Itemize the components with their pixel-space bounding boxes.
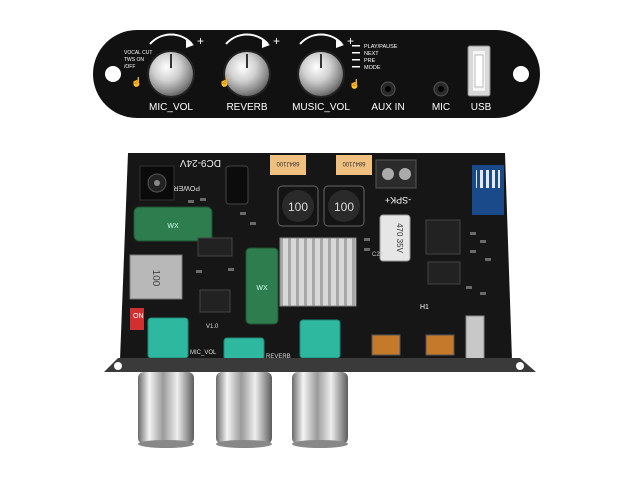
power-label: POWER	[174, 184, 200, 191]
aux-in-label: AUX IN	[371, 102, 404, 113]
inductor-label: 100	[288, 200, 308, 214]
potentiometer	[223, 337, 265, 361]
mic-vol-plus: +	[197, 34, 204, 48]
hand-press-icon: ☝	[349, 78, 360, 90]
mode-label: VOCAL CUT	[124, 50, 152, 56]
film-capacitor	[336, 155, 372, 175]
reverb-knob[interactable]	[223, 33, 271, 98]
hand-press-icon: ☝	[131, 76, 142, 88]
mode-label: NEXT	[364, 51, 379, 57]
mode-indicator-lines	[352, 45, 360, 68]
panel-edge	[104, 358, 536, 372]
capacitor-label: 470 35V	[395, 223, 404, 253]
usb-socket	[465, 315, 485, 361]
green-capacitor	[245, 247, 279, 325]
ic-chip	[199, 289, 231, 313]
potentiometer	[147, 317, 189, 359]
green-cap-label: WX	[256, 285, 268, 292]
ic-chip	[197, 237, 233, 257]
spk-label: -SPK+	[385, 195, 411, 205]
music-vol-plus: +	[347, 34, 354, 48]
music-vol-label: MUSIC_VOL	[292, 102, 350, 113]
electrolytic-capacitor	[225, 165, 249, 205]
inductor	[323, 185, 365, 227]
reverb-label: REVERB	[226, 102, 267, 113]
bluetooth-module	[472, 165, 504, 215]
ic-chip	[425, 219, 461, 255]
heatsink	[279, 237, 357, 307]
green-cap-label: WX	[167, 223, 179, 230]
h1-label: H1	[420, 304, 429, 311]
front-panel: + MIC_VOL VOCAL CUT TWS ON /OFF ☝ + REVE…	[93, 30, 540, 118]
ic-chip	[427, 261, 461, 285]
capacitor-470uf	[379, 214, 411, 262]
voltage-label: DC9-24V	[180, 157, 221, 168]
power-jack	[139, 165, 175, 201]
mic-label: MIC	[432, 102, 450, 113]
mode-label: TWS ON	[124, 57, 144, 63]
pcb-board: POWER DC9-24V 684J100 684J100 100 100 -S…	[120, 153, 512, 361]
music-vol-knob[interactable]	[297, 33, 345, 98]
mount-hole-left	[105, 66, 121, 82]
version-label: V1.0	[206, 324, 219, 330]
chrome-knob[interactable]	[292, 372, 348, 448]
usb-label: USB	[471, 102, 492, 113]
pot-label: REVERB	[266, 354, 291, 360]
chrome-knob[interactable]	[216, 372, 272, 448]
potentiometer	[299, 319, 341, 359]
aux-in-jack[interactable]	[380, 81, 396, 97]
mode-label: /OFF	[124, 64, 135, 70]
mode-label: PLAY/PAUSE	[364, 44, 398, 50]
inductor-left	[129, 254, 183, 300]
mode-label: PRE	[364, 58, 376, 64]
film-cap-label: 684J100	[276, 160, 300, 166]
speaker-terminal	[375, 159, 417, 189]
film-cap-label: 684J100	[342, 160, 366, 166]
transistor	[425, 334, 455, 356]
power-switch[interactable]	[130, 308, 144, 330]
inductor-label: 100	[334, 200, 354, 214]
mic-jack[interactable]	[433, 81, 449, 97]
film-capacitor	[270, 155, 306, 175]
c23-label: C23	[372, 252, 384, 258]
usb-port[interactable]	[467, 45, 491, 97]
smd-components	[188, 198, 491, 295]
pot-label: MIC_VOL	[190, 350, 217, 356]
chrome-knob[interactable]	[138, 372, 194, 448]
mode-label: MODE	[364, 65, 381, 71]
mic-vol-knob[interactable]	[147, 33, 195, 98]
inductor-label: 100	[150, 270, 161, 287]
mount-hole-right	[513, 66, 529, 82]
switch-label: ON	[133, 313, 144, 320]
hand-press-icon: ☝	[219, 76, 230, 88]
green-capacitor	[133, 206, 213, 242]
inductor	[277, 185, 319, 227]
reverb-plus: +	[273, 34, 280, 48]
transistor	[371, 334, 401, 356]
mic-vol-label: MIC_VOL	[149, 102, 193, 113]
